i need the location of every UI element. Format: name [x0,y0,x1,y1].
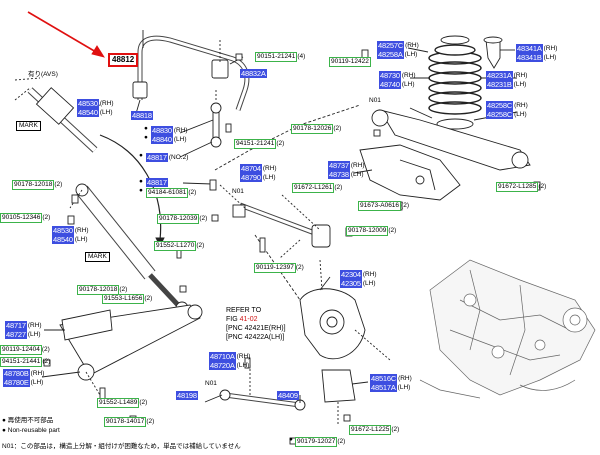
nonreuse-marker-6: ● [289,436,293,443]
nonreuse-marker-1: ● [144,125,148,132]
filled-circle-icon-2: ● [2,427,6,434]
part-48231B-lh[interactable]: 48231B(LH) [486,80,527,89]
part-48817-no2[interactable]: 48817(NO.2) [146,153,189,162]
refer-fig-link[interactable]: FIG 41-02 [226,316,258,323]
highlighted-part-48812[interactable]: 48812 [108,53,139,67]
part-48730-rh[interactable]: 48730(RH) [379,71,416,80]
bolt-90151-21241[interactable]: 90151-21241(4) [255,52,306,62]
bolt-91673-A0616[interactable]: 91673-A0616(2) [358,201,409,211]
legend-reuse: ● 再使用不可部品 [2,417,54,424]
part-48720A-lh[interactable]: 48720A(LH) [209,361,250,370]
part-48740-lh[interactable]: 48740(LH) [379,80,415,89]
bolt-90119-12404[interactable]: 90119-12404(2) [0,345,50,355]
bolt-91672-L1261[interactable]: 91672-L1261(2) [292,183,343,193]
part-48540-lh[interactable]: 48540(LH) [77,108,113,117]
bolt-90105-12346[interactable]: 90105-12346(2) [0,213,51,223]
part-48704-rh[interactable]: 48704(RH) [240,164,277,173]
part-48341A-rh[interactable]: 48341A(RH) [516,44,558,53]
part-48738-lh[interactable]: 48738(LH) [328,170,364,179]
bolt-90178-14017[interactable]: 90178-14017(2) [104,417,155,427]
bolt-91672-L1285[interactable]: 91672-L1285(2) [496,182,547,192]
part-48710A-rh[interactable]: 48710A(RH) [209,352,251,361]
part-48516C-rh[interactable]: 48516C(RH) [370,374,412,383]
legend-note: N01：この部品は，構造上分解・組付けが困難なため，単品では補給していません [2,443,241,450]
pnc-rh: [PNC 42421E(RH)] [226,325,286,332]
part-48341B-lh[interactable]: 48341B(LH) [516,53,557,62]
part-48530b-rh[interactable]: 48530(RH) [52,226,89,235]
part-48780B-rh[interactable]: 48780B(RH) [3,369,45,378]
part-48840-lh[interactable]: 48840(LH) [151,135,187,144]
n01-note-2: N01 [232,188,244,195]
part-48727-lh[interactable]: 48727(LH) [5,330,41,339]
mark-label-2: MARK [85,252,110,262]
nonreuse-marker-4: ● [139,178,143,185]
bolt-91552-L1489[interactable]: 91552-L1489(2) [97,398,148,408]
bolt-94184-61081[interactable]: 94184-61081(2) [146,188,197,198]
part-48530-rh[interactable]: 48530(RH) [77,99,114,108]
refer-to-label: REFER TO [226,307,262,314]
bolt-91552-L1270[interactable]: 91552-L1270(2) [154,241,205,251]
bolt-90119-12397[interactable]: 90119-12397(2) [254,263,304,273]
nonreuse-marker-2: ● [144,134,148,141]
pnc-lh: [PNC 42422A(LH)] [226,334,285,341]
bolt-90179-12027[interactable]: 90179-12027(2) [295,437,346,447]
part-48198[interactable]: 48198 [176,391,198,400]
bolt-94151-21241[interactable]: 94151-21241(2) [234,139,285,149]
part-48832A[interactable]: 48832A [240,69,267,78]
part-48717-rh[interactable]: 48717(RH) [5,321,42,330]
mark-label-1: MARK [16,121,41,131]
part-48818[interactable]: 48818 [131,111,153,120]
part-42304-rh[interactable]: 42304(RH) [340,270,377,279]
part-42305-lh[interactable]: 42305(LH) [340,279,376,288]
bolt-91553-L1656[interactable]: 91553-L1656(2) [102,294,153,304]
part-48737-rh[interactable]: 48737(RH) [328,161,365,170]
part-48830-rh[interactable]: 48830(RH) [151,126,188,135]
bolt-94151-21441[interactable]: 94151-21441(2) [0,357,51,367]
pointer-arrow [27,11,97,53]
part-48258A-lh[interactable]: 48258A(LH) [377,50,418,59]
part-48817[interactable]: 48817 [146,178,168,187]
bolt-90119-12422[interactable]: 90119-12422 [329,57,371,67]
bolt-90178-12039[interactable]: 90178-12039(2) [157,214,208,224]
part-48258C-rh[interactable]: 48258C(RH) [486,101,528,110]
bolt-90178-12009[interactable]: 90178-12009(2) [346,226,397,236]
bolt-90178-12018b[interactable]: 90178-12018(2) [77,285,128,295]
bolt-90178-12018[interactable]: 90178-12018(2) [12,180,63,190]
legend-nonreuse: ● Non-reusable part [2,427,60,434]
nonreuse-marker-5: ● [139,187,143,194]
part-48409[interactable]: 48409 [277,391,299,400]
avs-note: 有り(AVS) [28,71,58,78]
filled-circle-icon: ● [2,417,6,424]
bolt-90178-12026[interactable]: 90178-12026(2) [291,124,342,134]
part-48257C-rh[interactable]: 48257C(RH) [377,41,419,50]
nonreuse-marker-3: ● [139,152,143,159]
part-48790-lh[interactable]: 48790(LH) [240,173,276,182]
bolt-91672-L1225[interactable]: 91672-L1225(2) [349,425,400,435]
part-48517A-lh[interactable]: 48517A(LH) [370,383,411,392]
part-48780E-lh[interactable]: 48780E(LH) [3,378,44,387]
n01-note-3: N01 [205,380,217,387]
part-48540b-lh[interactable]: 48540(LH) [52,235,88,244]
part-48258C-lh[interactable]: 48258C(LH) [486,110,527,119]
n01-note-1: N01 [369,97,381,104]
part-48231A-rh[interactable]: 48231A(RH) [486,71,528,80]
